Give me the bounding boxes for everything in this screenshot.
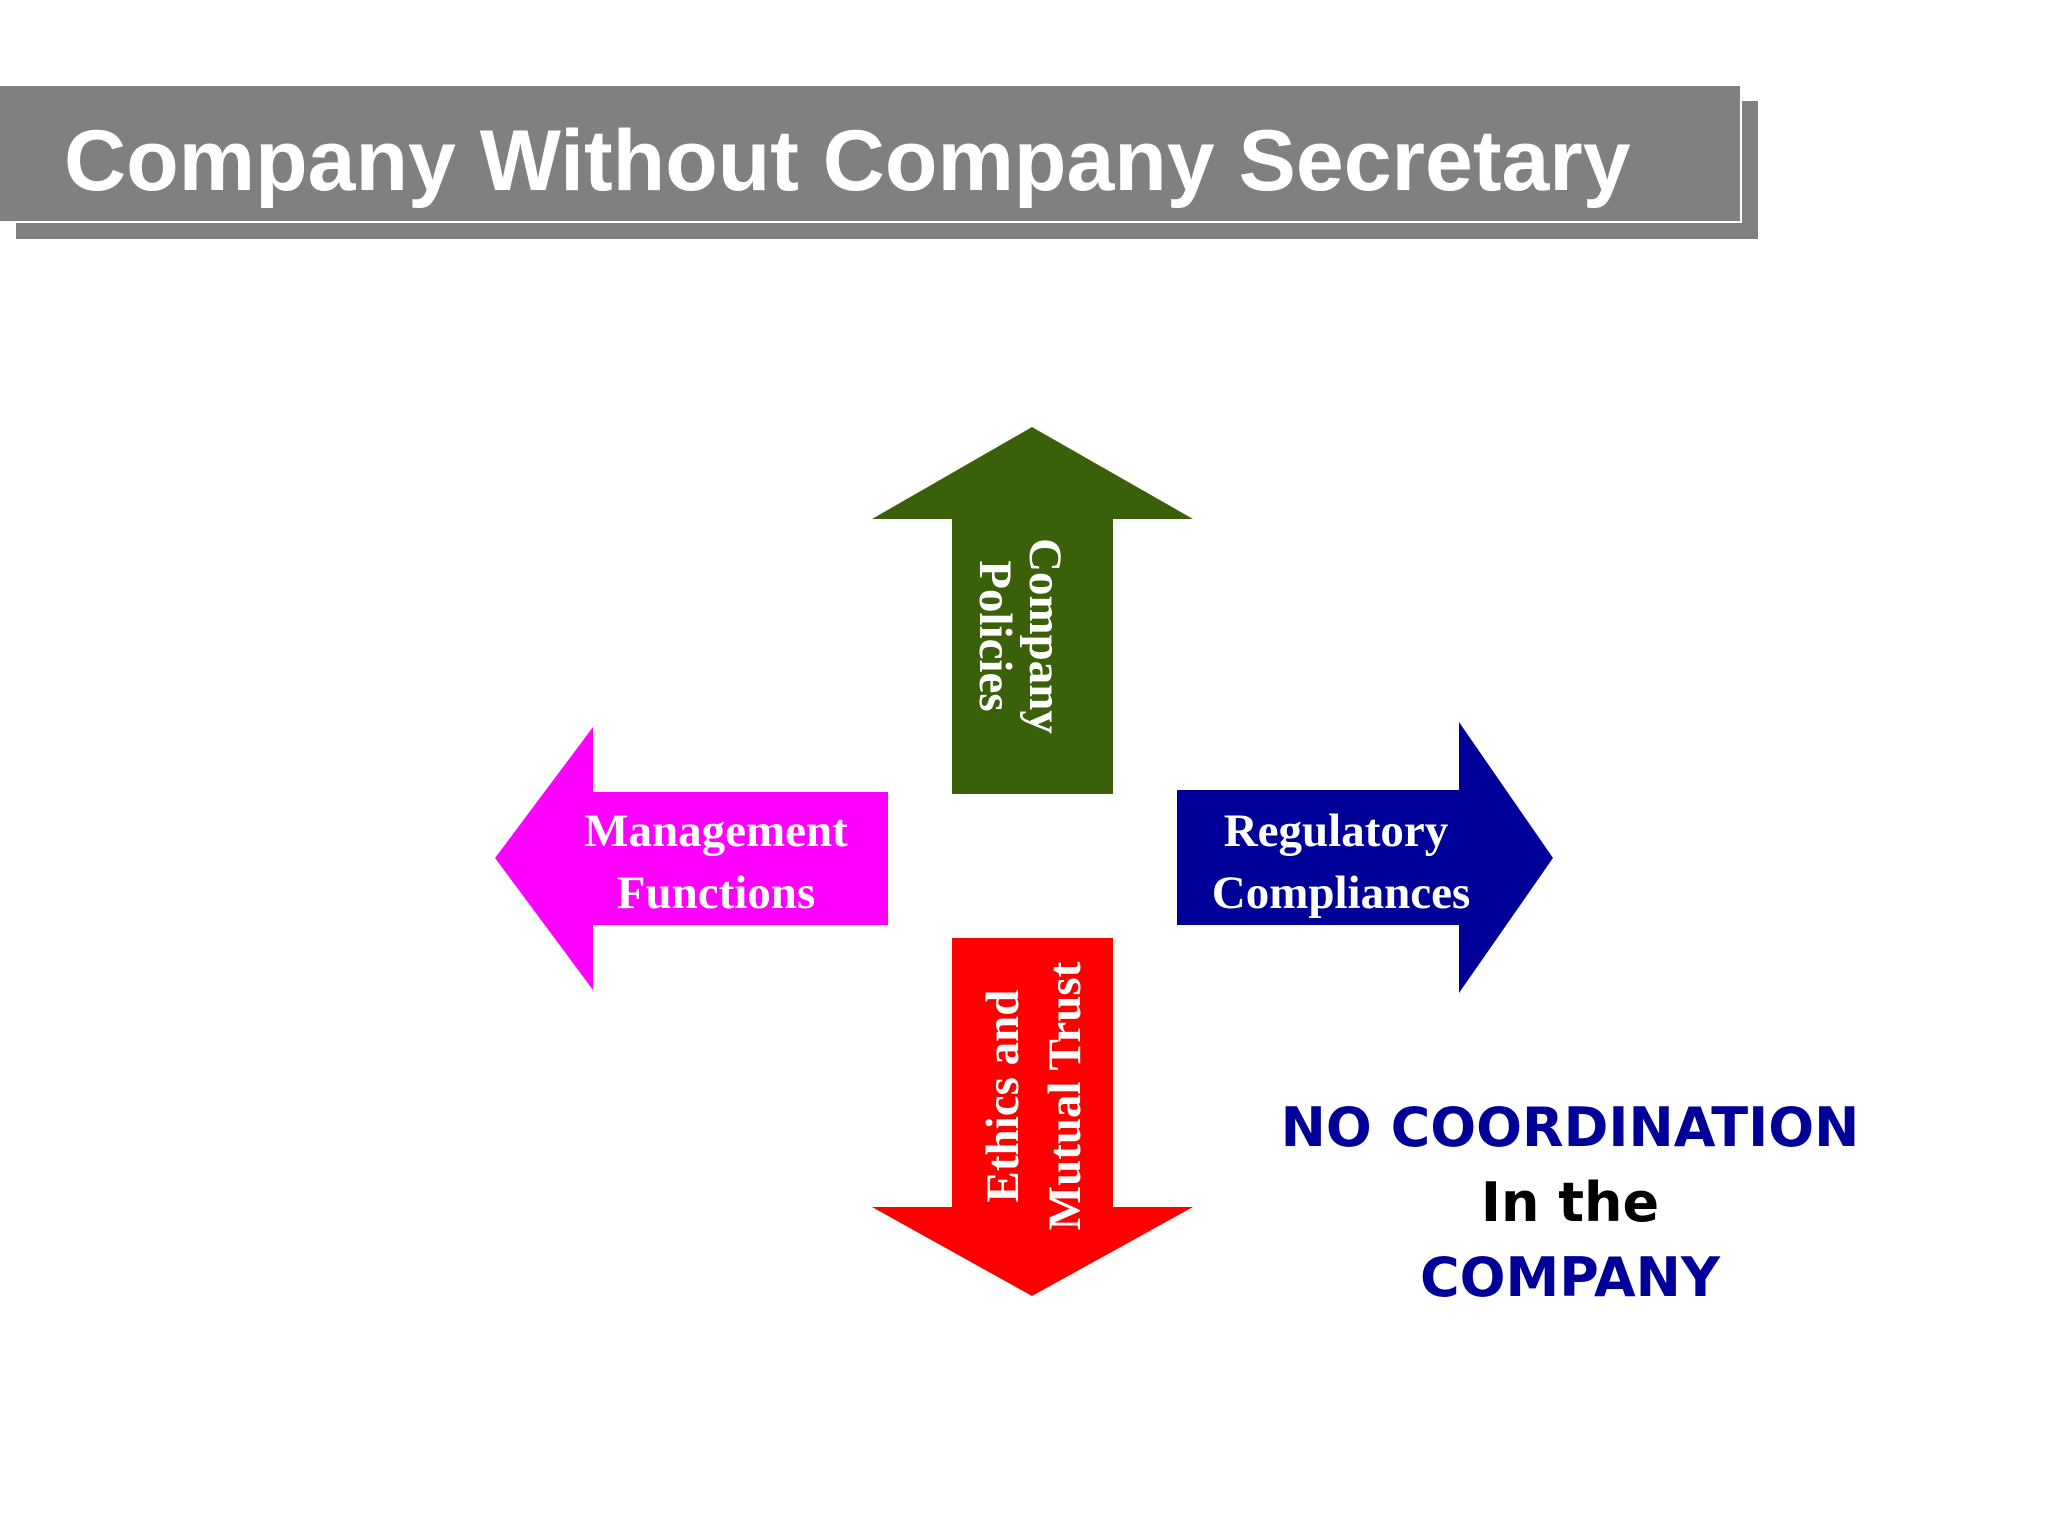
arrow-right-label-line1: Regulatory <box>1224 805 1449 857</box>
arrow-left-label-line2: Functions <box>617 867 816 919</box>
arrow-down-label-line2: Mutual Trust <box>1039 961 1091 1230</box>
title-bar <box>0 86 1742 223</box>
arrow-up-company-policies: Company Policies <box>872 427 1193 794</box>
company-line: COMPANY <box>1420 1246 1720 1309</box>
arrow-left-label-line1: Management <box>584 805 848 857</box>
in-the-line: In the <box>1480 1171 1660 1234</box>
arrow-up-shape <box>872 427 1193 794</box>
no-coordination-line: NO COORDINATION <box>1280 1096 1860 1159</box>
arrow-right-regulatory-compliances: Regulatory Compliances <box>1177 722 1553 993</box>
arrow-right-label-line2: Compliances <box>1212 867 1471 919</box>
arrow-up-label-line2: Policies <box>969 560 1021 711</box>
arrow-left-shape <box>495 727 888 990</box>
slide-title: Company Without Company Secretary <box>64 113 1631 209</box>
arrow-left-management-functions: Management Functions <box>495 727 888 990</box>
no-coordination-note: NO COORDINATION In the COMPANY <box>1240 1090 1900 1315</box>
arrow-down-shape <box>872 938 1193 1296</box>
arrow-down-label-line1: Ethics and <box>977 990 1029 1203</box>
arrow-up-label-line1: Company <box>1019 538 1071 734</box>
arrow-down-ethics-mutual-trust: Ethics and Mutual Trust <box>872 938 1193 1296</box>
arrow-right-shape <box>1177 722 1553 993</box>
